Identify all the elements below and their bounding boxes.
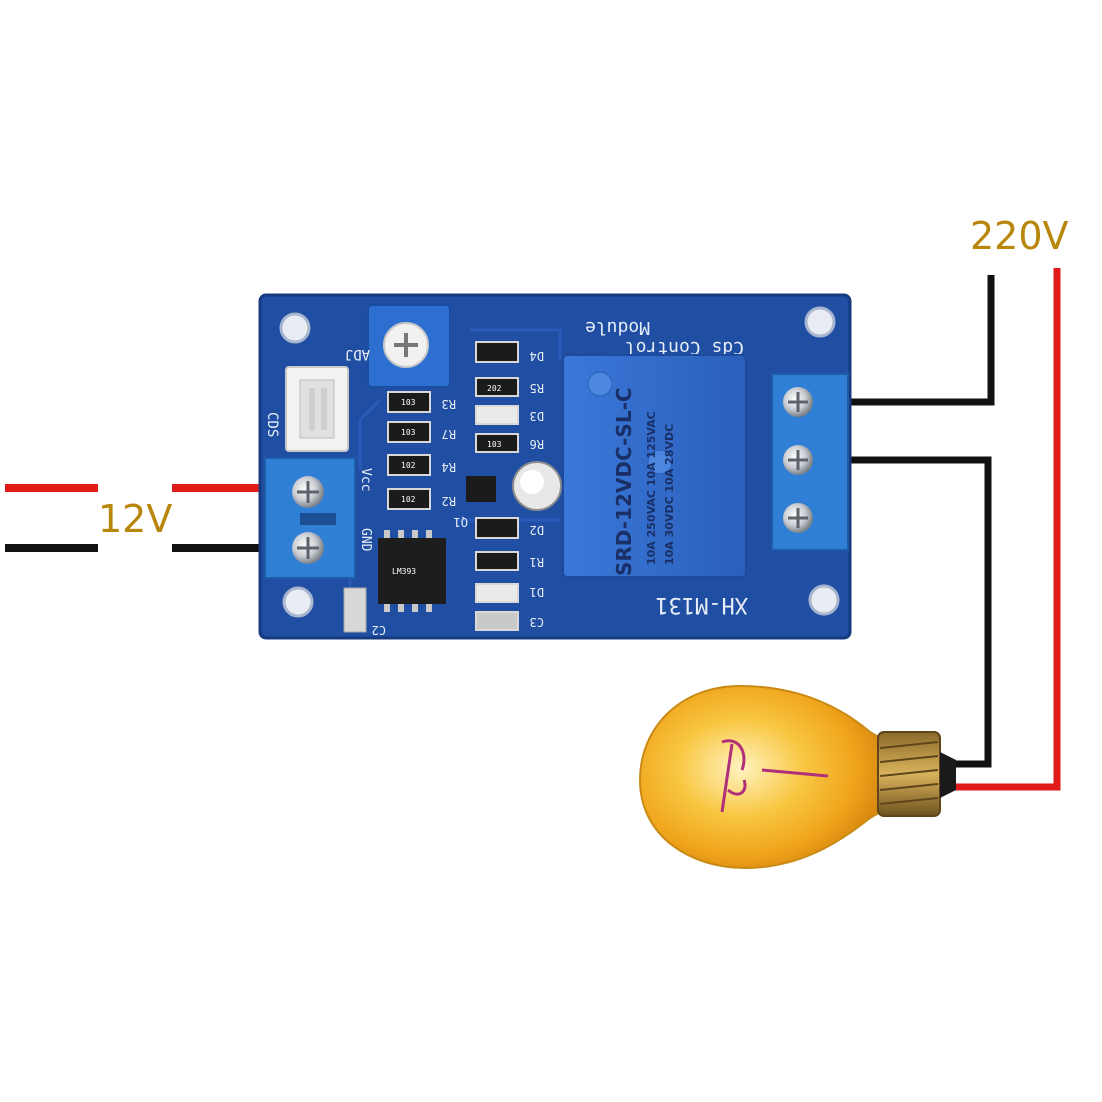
board-title-cds-control: Cds Control	[625, 337, 744, 358]
svg-text:103: 103	[487, 440, 502, 449]
mains-wires	[848, 268, 1061, 791]
svg-text:102: 102	[401, 461, 416, 470]
ref-r6: R6	[530, 437, 544, 451]
mounting-hole	[279, 312, 311, 344]
ref-c2: C2	[372, 623, 386, 637]
ref-r2: R2	[442, 494, 456, 508]
svg-text:202: 202	[487, 384, 502, 393]
vcc-label: Vcc	[358, 468, 373, 491]
svg-text:103: 103	[401, 398, 416, 407]
relay-board: 103 103 102 102 202 103	[258, 293, 852, 640]
relay-icon: SRD-12VDC-SL-C 10A 250VAC 10A 125VAC 10A…	[562, 354, 747, 578]
mains-live-wire	[955, 268, 1061, 791]
smd-components: 202 103	[466, 341, 519, 631]
ref-d3: D3	[530, 409, 544, 423]
electrolytic-capacitor	[512, 461, 562, 511]
c2-capacitor	[343, 587, 367, 633]
bulb-glass	[638, 684, 881, 870]
ref-r4: R4	[442, 460, 456, 474]
ref-r5: R5	[530, 381, 544, 395]
screw-terminal-icon	[771, 373, 849, 551]
board-title-module: Module	[585, 317, 650, 338]
light-bulb-icon	[638, 684, 956, 870]
ref-d1: D1	[530, 585, 544, 599]
supply-wires	[5, 484, 268, 552]
bulb-contact	[940, 752, 956, 798]
switched-wire	[848, 456, 992, 768]
adj-label: ADJ	[345, 346, 370, 362]
relay-rating-ac: 10A 250VAC 10A 125VAC	[645, 411, 658, 565]
mains-voltage-label: 220V	[970, 214, 1069, 258]
mains-neutral-wire	[848, 275, 995, 406]
smd-resistors: 103 103 102 102	[387, 391, 431, 510]
supply-voltage-label: 12V	[98, 497, 173, 541]
filament	[720, 739, 829, 813]
cds-port-label: CDS	[264, 412, 280, 437]
mounting-hole	[804, 306, 836, 338]
relay-rating-dc: 10A 30VDC 10A 28VDC	[663, 424, 676, 565]
gnd-label: GND	[358, 528, 373, 552]
mounting-hole	[282, 586, 314, 618]
ref-d4: D4	[530, 349, 544, 363]
relay-model-text: SRD-12VDC-SL-C	[612, 387, 636, 576]
ref-d2: D2	[530, 523, 544, 537]
ref-r7: R7	[442, 427, 456, 441]
mounting-hole	[808, 584, 840, 616]
board-model-label: XH-M131	[655, 592, 748, 617]
screw-terminal-icon	[264, 457, 356, 579]
ref-r3: R3	[442, 397, 456, 411]
svg-text:102: 102	[401, 495, 416, 504]
svg-text:103: 103	[401, 428, 416, 437]
svg-text:LM393: LM393	[392, 567, 416, 576]
ref-c3: C3	[530, 615, 544, 629]
ref-q1: Q1	[454, 515, 468, 529]
potentiometer-icon	[367, 304, 451, 388]
comparator-ic: LM393	[378, 530, 446, 612]
ref-r1: R1	[530, 555, 544, 569]
